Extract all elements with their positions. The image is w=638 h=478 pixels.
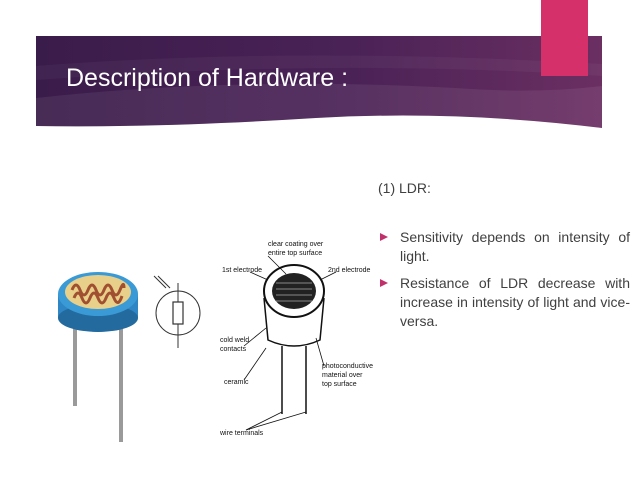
triangle-bullet-icon: [380, 279, 388, 287]
bullet-text: Resistance of LDR decrease with increase…: [400, 275, 630, 329]
section-heading: (1) LDR:: [378, 180, 431, 196]
label-electrode-2: 2nd electrode: [328, 267, 371, 274]
label-cold-weld: cold weld: [220, 337, 249, 344]
label-top-surface: top surface: [322, 381, 357, 388]
label-contacts: contacts: [220, 346, 247, 353]
triangle-bullet-icon: [380, 233, 388, 241]
label-material-over: material over: [322, 372, 363, 379]
slide-title: Description of Hardware :: [66, 64, 349, 92]
ldr-symbol-icon: [153, 275, 201, 348]
label-coating: clear coating over: [268, 241, 324, 248]
content-panel: (1) LDR: Sensitivity depends on intensit…: [378, 180, 630, 339]
label-coating-2: entire top surface: [268, 250, 322, 257]
ldr-diagram-icon: clear coating over entire top surface 1s…: [219, 241, 373, 437]
bullet-text: Sensitivity depends on intensity of ligh…: [400, 229, 630, 264]
label-photoconductive: photoconductive: [322, 363, 373, 370]
label-electrode-1: 1st electrode: [222, 267, 262, 274]
bullet-item: Sensitivity depends on intensity of ligh…: [378, 228, 630, 266]
accent-bar: [541, 0, 588, 76]
bullet-item: Resistance of LDR decrease with increase…: [378, 274, 630, 331]
ldr-photo-icon: [58, 272, 138, 442]
bullet-list: Sensitivity depends on intensity of ligh…: [378, 228, 630, 331]
label-wire-terminals: wire terminals: [219, 430, 264, 437]
title-banner: [36, 36, 602, 130]
ldr-figure: clear coating over entire top surface 1s…: [58, 241, 373, 442]
label-ceramic: ceramic: [224, 379, 249, 386]
